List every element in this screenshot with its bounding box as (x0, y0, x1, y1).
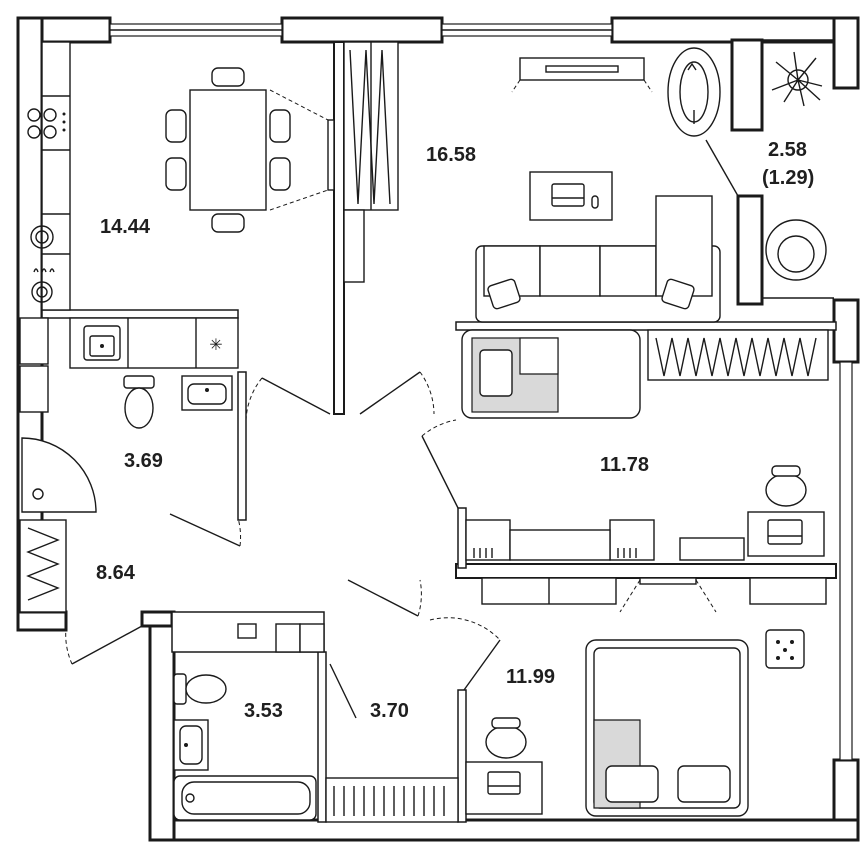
stove-icon (27, 108, 66, 139)
hallway-wardrobe-icon (19, 519, 67, 613)
cat-bed-icon (667, 47, 721, 137)
bedroom-2-furniture (465, 577, 827, 817)
room-area-balcony: 2.58 (768, 139, 807, 161)
dining-table-icon (165, 67, 291, 233)
room-area-bedroom-1: 11.78 (600, 454, 649, 476)
washbasin-icon (173, 719, 209, 771)
chair-icon (485, 717, 527, 759)
bedroom-1-furniture (461, 329, 829, 561)
washbasin-icon (181, 375, 233, 411)
wardrobe-icon (343, 41, 399, 283)
toilet-icon (123, 375, 155, 429)
shower-icon (21, 437, 97, 513)
kitchen-furniture: ✳ (19, 41, 335, 413)
washing-machine-icon (30, 225, 54, 249)
bed-icon (461, 329, 641, 419)
desk-icon (465, 761, 543, 815)
room-area-bedroom-2: 11.99 (506, 666, 555, 688)
bathroom-bottom-fixtures (173, 623, 325, 821)
fridge-icon: ✳ (209, 335, 222, 354)
toilet-icon (173, 673, 227, 705)
living-room-furniture (343, 41, 721, 323)
bathtub-icon (173, 775, 317, 821)
bathroom-top-fixtures (21, 375, 233, 513)
room-area-hallway: 8.64 (96, 562, 136, 584)
tv-icon (511, 57, 653, 93)
wardrobe-icon (647, 329, 829, 381)
corridor-wardrobe-icon (325, 777, 459, 823)
room-area-bathroom-bottom: 3.53 (244, 700, 283, 722)
sink-icon (83, 325, 121, 361)
room-area-bathroom-top: 3.69 (124, 450, 163, 472)
room-labels: 14.44 16.58 2.58 (1.29) 3.69 8.64 11.78 … (96, 139, 814, 722)
desk-icon (747, 511, 825, 557)
doors (65, 139, 739, 719)
nightstand-icon (765, 629, 805, 669)
interior-walls (41, 38, 837, 823)
room-area-living-room: 16.58 (426, 144, 476, 166)
chair-icon (765, 465, 807, 507)
sofa-icon (475, 195, 721, 323)
armchair-icon (765, 219, 827, 281)
plant-icon (771, 51, 823, 107)
room-area-kitchen: 14.44 (100, 216, 151, 238)
boiler-icon (31, 268, 55, 303)
bed-icon (585, 639, 749, 817)
room-area-balcony-note: (1.29) (762, 167, 814, 189)
room-area-corridor: 3.70 (370, 700, 409, 722)
shelf-icon (465, 519, 745, 561)
laptop-desk-icon (529, 171, 613, 221)
balcony-furniture (765, 51, 827, 281)
